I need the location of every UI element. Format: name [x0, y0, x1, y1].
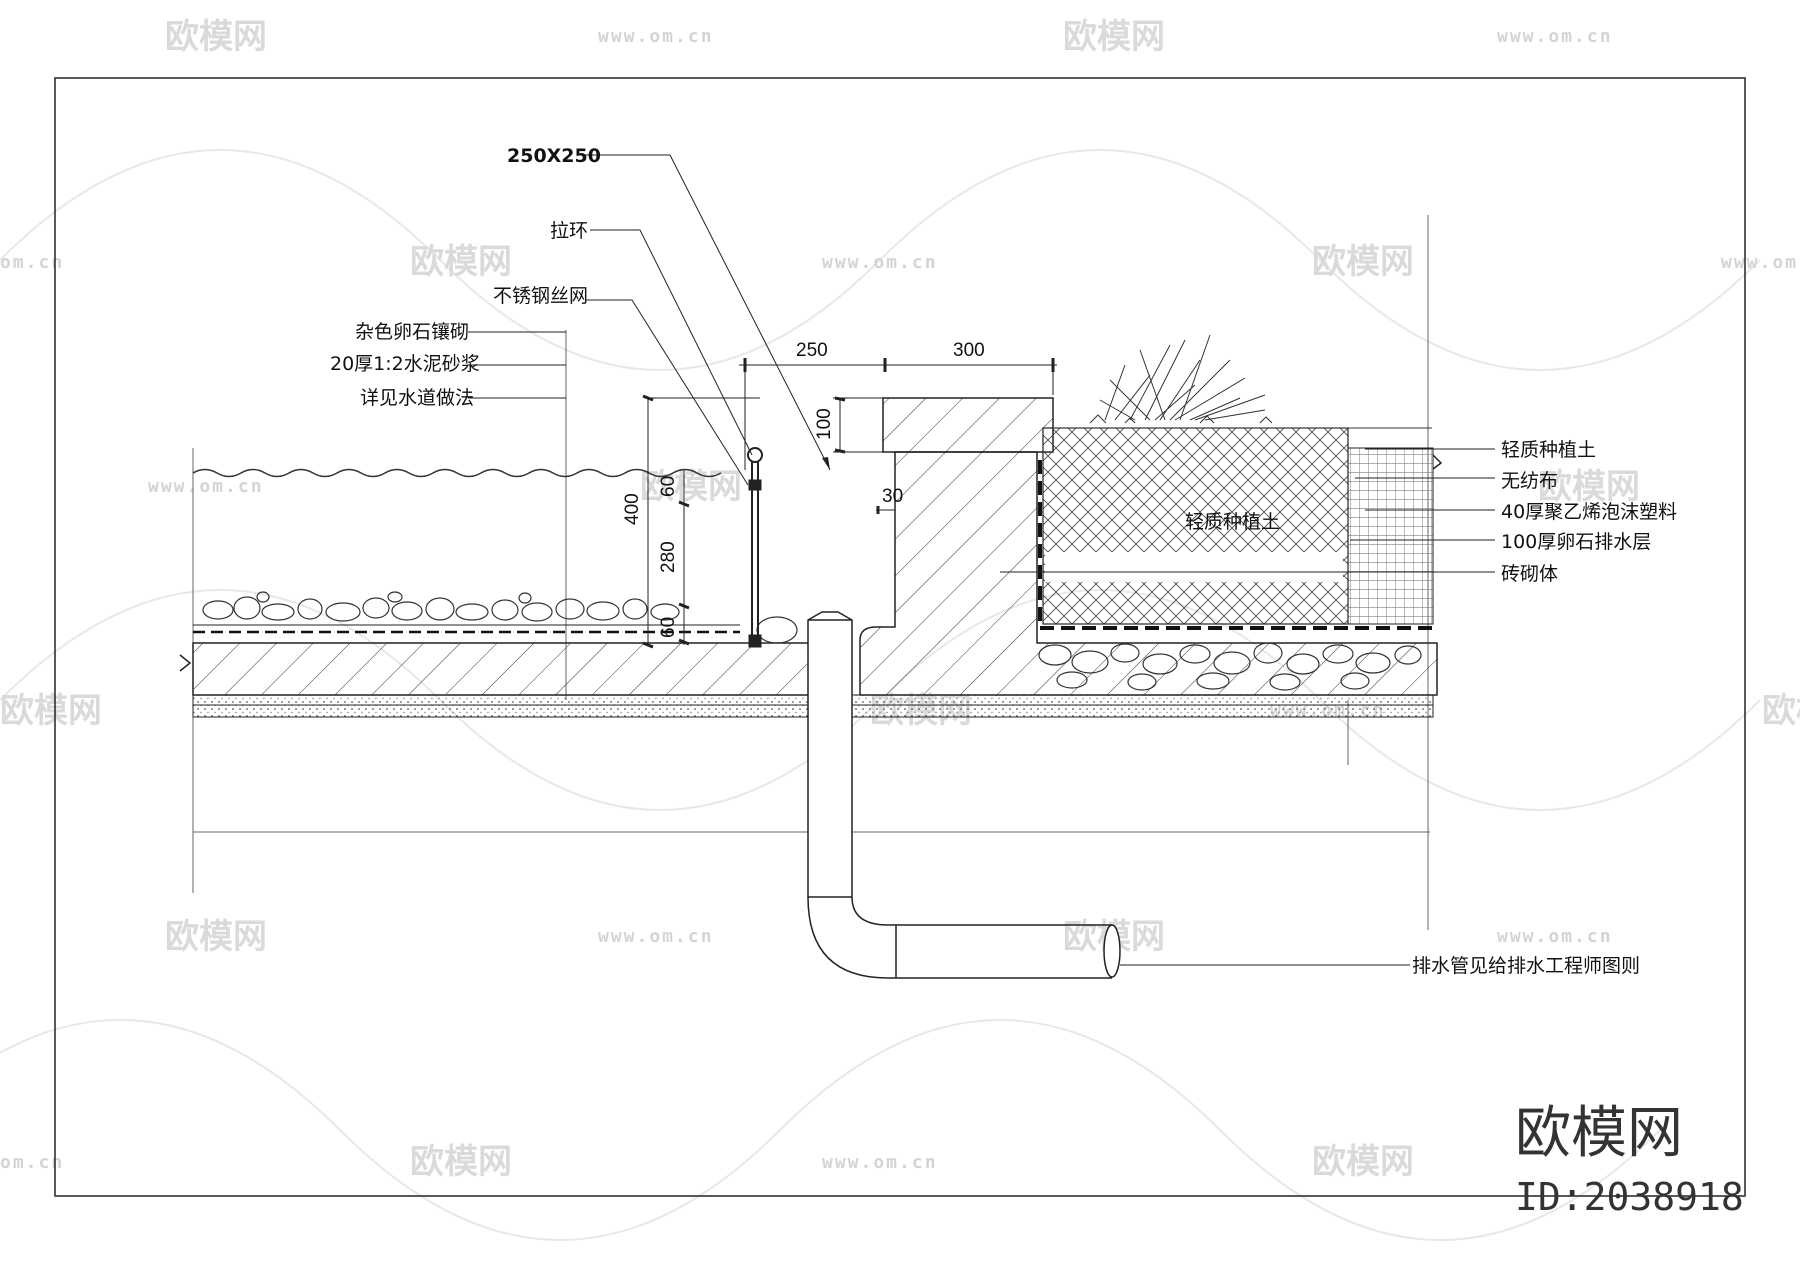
watermark-url: www.om.cn: [822, 252, 938, 273]
label-nonwoven: 无纺布: [1501, 470, 1558, 492]
model-id: ID:2038918: [1515, 1175, 1744, 1219]
dim-30: 30: [882, 486, 903, 507]
label-gravel-drain: 100厚卵石排水层: [1501, 531, 1651, 553]
watermark-url: www.om.cn: [822, 1152, 938, 1173]
dim-100: 100: [814, 408, 835, 440]
watermark-brand: 欧模网: [1762, 691, 1800, 731]
label-drain-pipe: 排水管见给排水工程师图则: [1412, 955, 1640, 977]
dim-400: 400: [622, 493, 643, 525]
leader-arrow-icon: [822, 457, 830, 470]
retaining-wall: [859, 397, 1438, 696]
label-pull-ring: 拉环: [550, 220, 588, 242]
watermark-url: www.om.cn: [1497, 26, 1613, 47]
leader-lines: [468, 154, 1495, 966]
watermark-url: www.om.cn: [1497, 926, 1613, 947]
label-foam: 40厚聚乙烯泡沫塑料: [1501, 501, 1677, 523]
label-waterway: 详见水道做法: [360, 387, 474, 409]
label-soil-right: 轻质种植土: [1501, 439, 1596, 461]
dim-60-top: 60: [658, 476, 679, 497]
watermark-url: om.cn: [0, 252, 64, 273]
watermark-brand: 欧模网: [1312, 1142, 1414, 1182]
watermark-url: www.om.cn: [148, 476, 264, 497]
shrub-icon: [1089, 334, 1273, 424]
water-surface: [192, 468, 722, 478]
annotations: 250X250 拉环 不锈钢丝网 杂色卵石镶砌 20厚1:2水泥砂浆 详见水道做…: [330, 145, 1677, 977]
watermark-brand: 欧模网: [640, 467, 742, 507]
dim-60-bottom: 60: [658, 617, 679, 638]
label-steel-mesh: 不锈钢丝网: [493, 285, 588, 307]
watermark-url: www.om.cn: [1721, 252, 1800, 273]
dim-300: 300: [953, 340, 985, 361]
label-masonry: 砖砌体: [1501, 563, 1558, 585]
label-mortar: 20厚1:2水泥砂浆: [330, 353, 480, 375]
dimension-lines: [642, 358, 1057, 649]
watermark-brand: 欧模网: [1063, 17, 1165, 57]
label-cobble-inlay: 杂色卵石镶砌: [355, 321, 469, 343]
dimension-texts: 250 300 100 400 60 280 60 30: [622, 340, 985, 638]
watermark-brand: 欧模网: [165, 917, 267, 957]
gravel-layer: [1038, 642, 1422, 691]
watermark-brand: 欧模网: [0, 691, 102, 731]
watermark-brand: 欧模网: [1312, 242, 1414, 282]
label-soil-inside: 轻质种植土: [1185, 511, 1280, 533]
watermark-url: www.om.cn: [598, 926, 714, 947]
planting-box: [1038, 427, 1443, 630]
drain-pipe: [807, 611, 1121, 979]
label-grate-size: 250X250: [507, 145, 601, 167]
brand-watermark: 欧模网: [1515, 1101, 1683, 1166]
watermark-brand: 欧模网: [1538, 467, 1640, 507]
watermark-brand: 欧模网: [410, 242, 512, 282]
dim-280: 280: [658, 541, 679, 573]
watermark-brand: 欧模网: [410, 1142, 512, 1182]
watermark-url: www.om.cn: [598, 26, 714, 47]
pull-ring-icon: [747, 447, 763, 463]
dim-250: 250: [796, 340, 828, 361]
drawing-frame: [54, 77, 1746, 1197]
watermark-brand: 欧模网: [165, 17, 267, 57]
watermark-url: om.cn: [0, 1152, 64, 1173]
pool-cobbles: [202, 591, 798, 644]
stainless-mesh-pole: [748, 462, 762, 648]
